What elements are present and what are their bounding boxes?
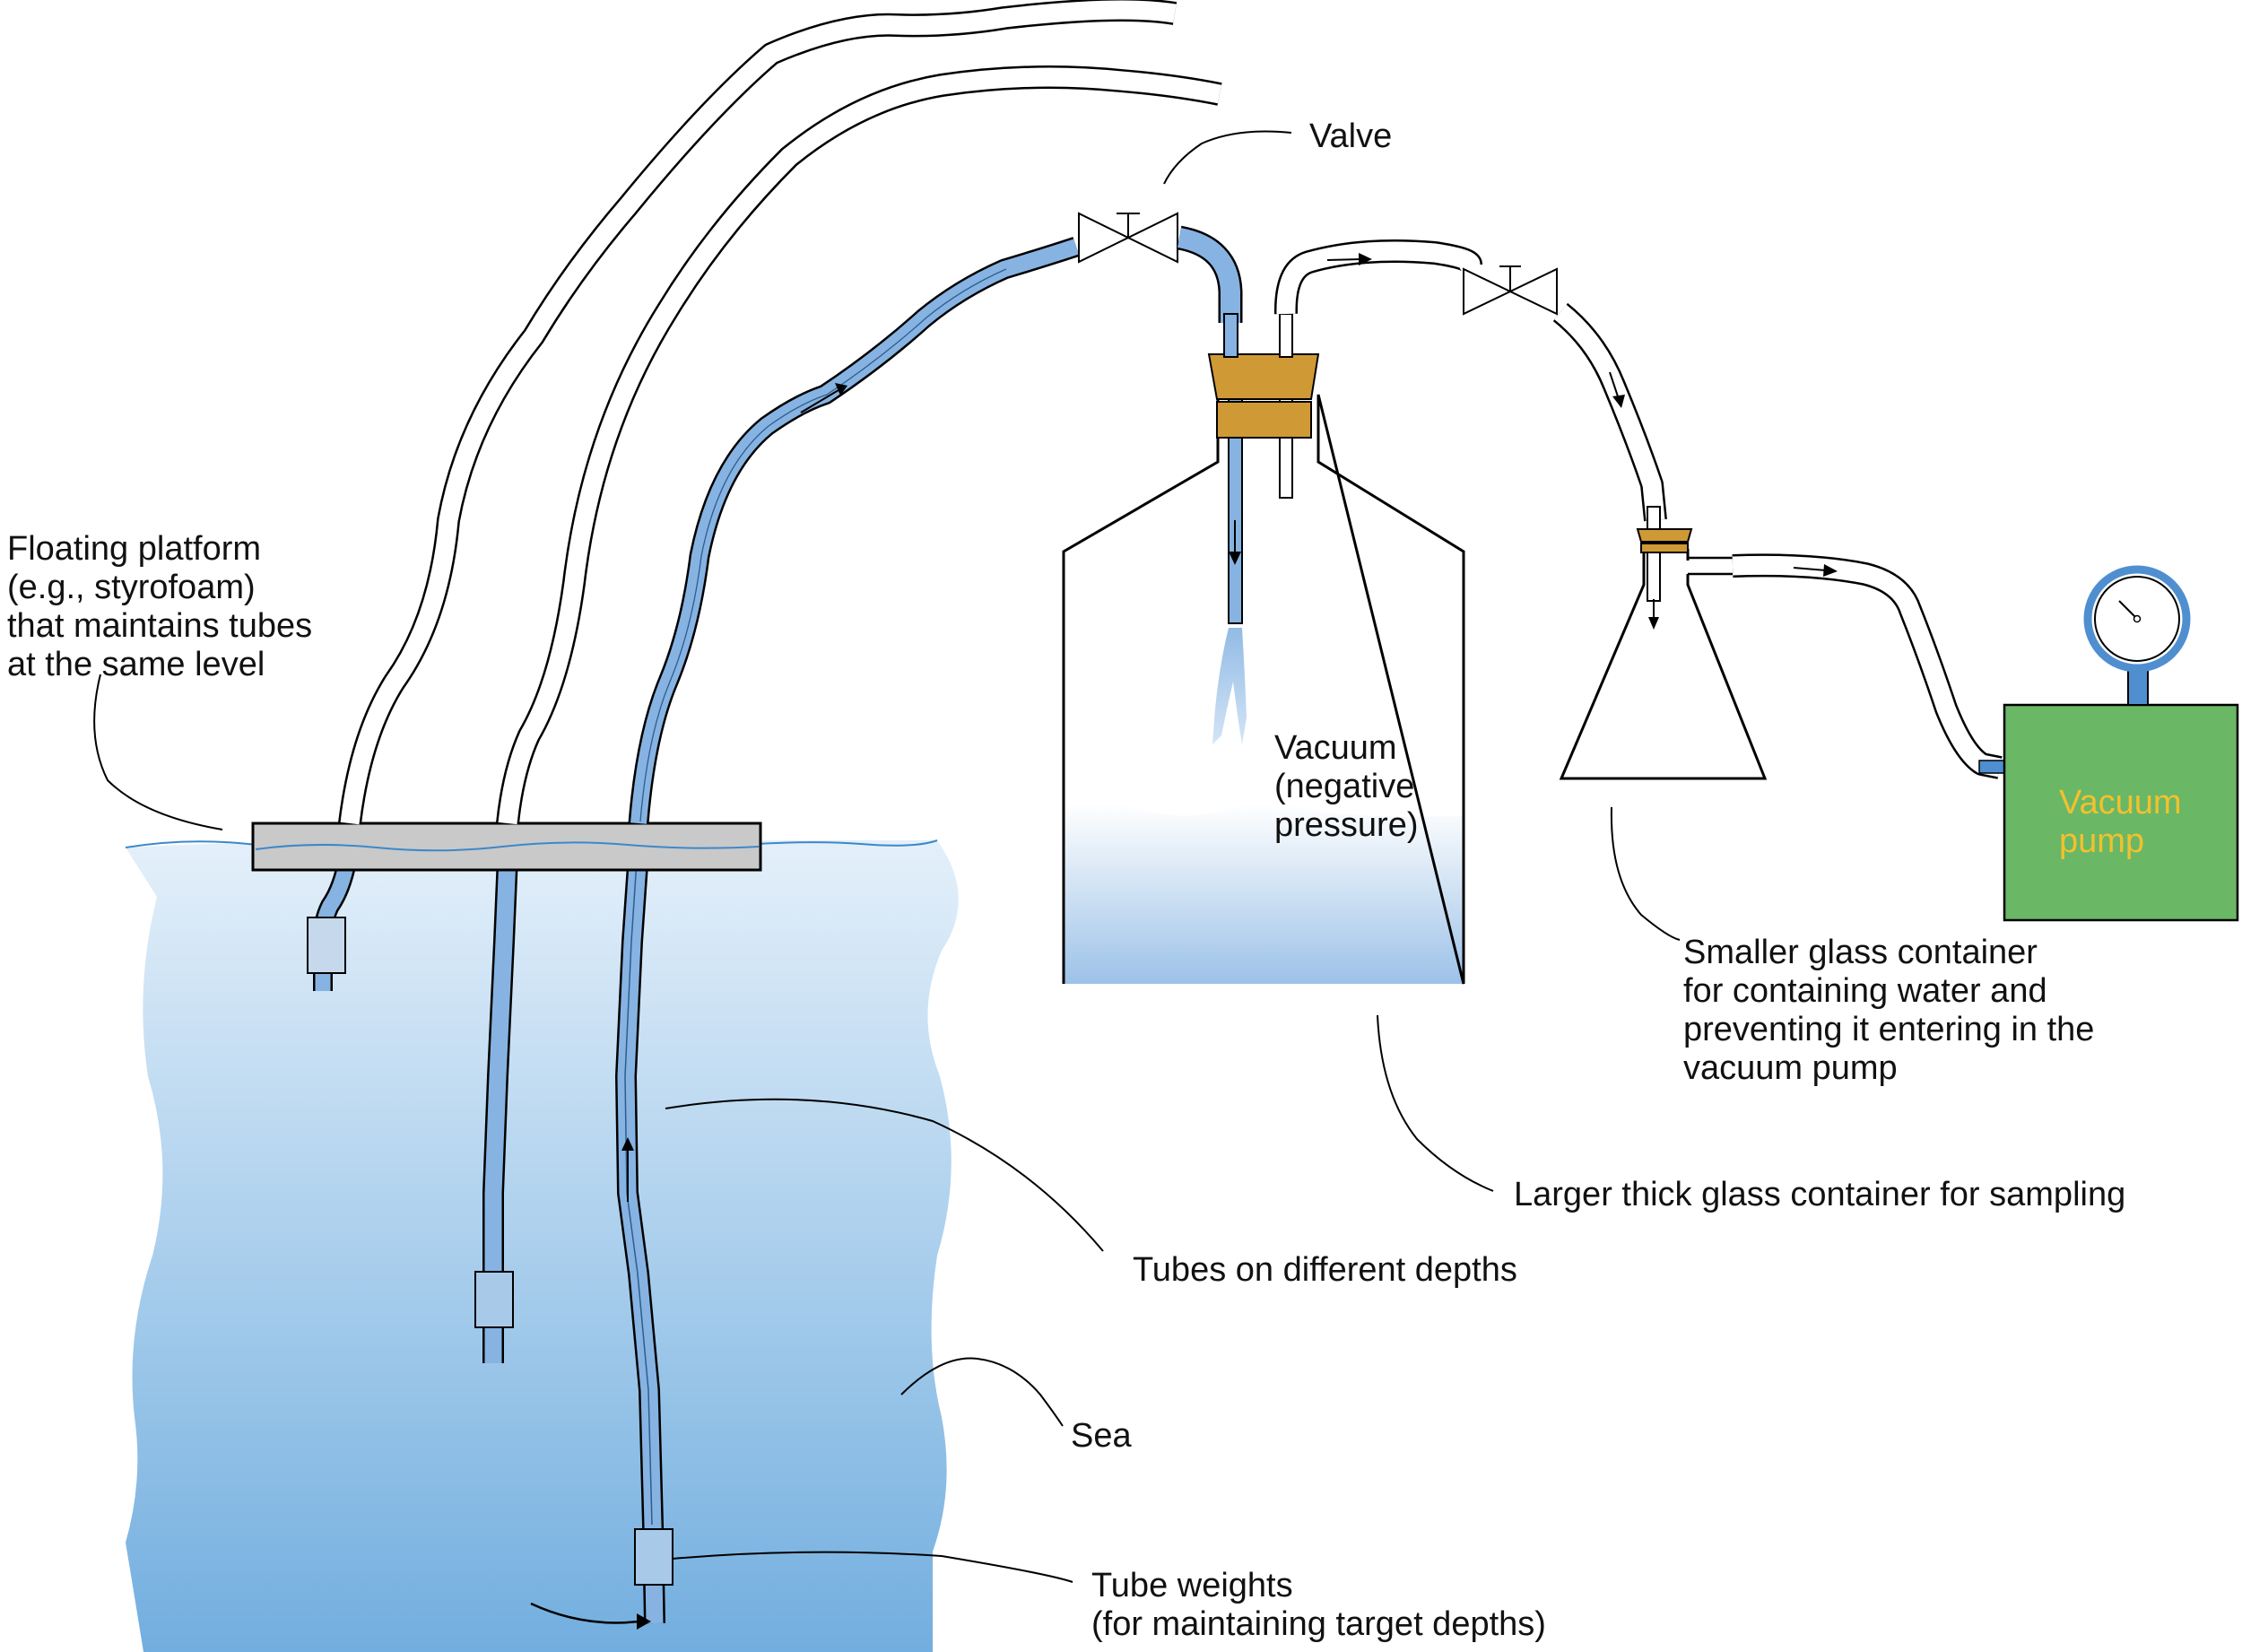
sea-body — [125, 839, 959, 1652]
valve-main — [1078, 212, 1178, 264]
leader-sea — [900, 1357, 1064, 1427]
large-bottle — [1062, 317, 1465, 985]
tube-bottle-to-valve2 — [1273, 239, 1482, 315]
label-vacuum-3: pressure) — [1274, 806, 1419, 844]
tube-weight-short — [307, 917, 346, 974]
tube-a-above — [338, 0, 1177, 825]
cork-small — [1636, 528, 1693, 543]
short-tube-submerged — [307, 855, 358, 991]
label-tube-weights-2: (for maintaining target depths) — [1091, 1605, 1546, 1643]
label-vacuum-2: (negative — [1274, 768, 1414, 805]
label-smaller-container-3: preventing it entering in the — [1683, 1011, 2094, 1048]
label-smaller-container-4: vacuum pump — [1683, 1049, 1898, 1087]
flow-arrow-down-2 — [1612, 395, 1625, 408]
flow-arrow-right-3 — [1823, 564, 1838, 577]
cork-large — [1207, 353, 1320, 400]
pump-label: Vacuum pump — [2059, 784, 2191, 860]
label-floating-platform: Floating platform (e.g., styrofoam) that… — [7, 530, 322, 683]
leader-small-flask — [1610, 806, 1681, 941]
label-vacuum-1: Vacuum — [1274, 729, 1397, 767]
tube-c-above — [628, 237, 1080, 824]
label-larger-container: Larger thick glass container for samplin… — [1514, 1176, 2125, 1213]
label-floating-platform-2: (e.g., styrofoam) — [7, 569, 256, 606]
tube-flask-to-pump — [1732, 553, 2003, 779]
label-tubes-depths: Tubes on different depths — [1133, 1251, 1517, 1289]
sea-area — [126, 839, 959, 1652]
small-flask — [1559, 506, 1768, 780]
pump-label-line-2: pump — [2059, 822, 2144, 860]
label-floating-platform-3: that maintains tubes — [7, 607, 312, 645]
leader-floating-platform — [93, 674, 223, 830]
label-valve: Valve — [1309, 117, 1392, 155]
pump-inlet-connector — [1978, 760, 2005, 774]
flow-arrow-up-tube — [835, 383, 847, 396]
label-floating-platform-1: Floating platform — [7, 530, 261, 568]
label-tube-weights-1: Tube weights — [1091, 1567, 1293, 1604]
leader-valve — [1163, 130, 1292, 185]
medium-tube-submerged — [474, 856, 518, 1363]
bottle-water — [1064, 804, 1464, 984]
inflow-arrow — [530, 1602, 639, 1624]
label-smaller-container-2: for containing water and — [1683, 972, 2047, 1010]
label-tube-weights: Tube weights (for maintaining target dep… — [1091, 1567, 1546, 1643]
water-jet — [1212, 628, 1247, 744]
label-smaller-container-1: Smaller glass container — [1683, 934, 2038, 971]
flow-arrow-up — [621, 1137, 634, 1151]
pump-label-line-1: Vacuum — [2059, 784, 2182, 822]
pump-body — [2003, 703, 2239, 922]
tube-valve2-to-flask — [1552, 302, 1667, 522]
label-smaller-container: Smaller glass container for containing w… — [1683, 934, 2104, 1087]
long-tube-submerged — [614, 851, 673, 1624]
leader-large-bottle — [1377, 1014, 1494, 1192]
tube-weight-medium — [474, 1271, 514, 1328]
valve-secondary — [1463, 265, 1558, 316]
tube-b-above — [496, 65, 1222, 825]
flow-arrow-down-bottle — [1229, 552, 1241, 565]
flow-arrow-right-1 — [1359, 253, 1372, 265]
leader-tubes-depths — [665, 1098, 1104, 1252]
leader-tube-weights — [672, 1551, 1073, 1583]
platform-waterline — [255, 841, 760, 852]
label-floating-platform-4: at the same level — [7, 646, 265, 683]
flow-arrow-down-flask — [1648, 617, 1659, 630]
label-vacuum: Vacuum (negative pressure) — [1274, 729, 1424, 844]
vacuum-pump: Vacuum pump — [2003, 565, 2239, 922]
label-sea: Sea — [1071, 1417, 1132, 1455]
tube-weight-long — [634, 1528, 673, 1586]
